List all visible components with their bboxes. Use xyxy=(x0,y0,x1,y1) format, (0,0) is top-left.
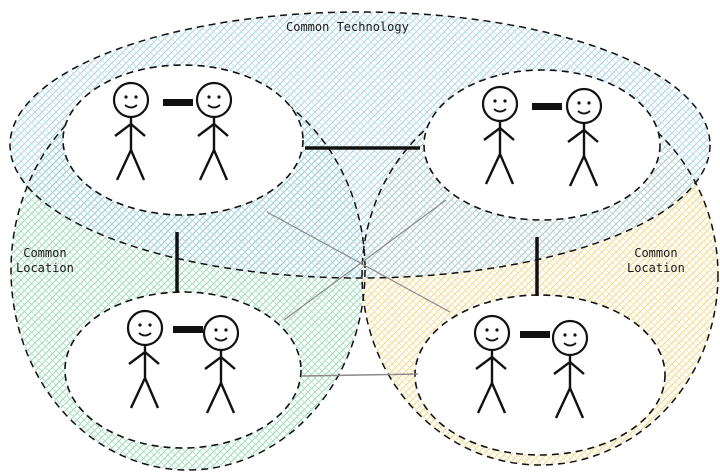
team-bottom-left-boundary xyxy=(64,291,302,449)
team-bottom-right-boundary xyxy=(414,294,666,456)
team-bottom-right xyxy=(473,314,589,420)
link-diagonal-a xyxy=(266,211,451,313)
link-bottom-teams xyxy=(301,373,419,377)
label-line: Location xyxy=(16,261,74,275)
pair-link xyxy=(163,99,193,106)
team-top-right xyxy=(481,85,603,188)
label-line: Location xyxy=(627,261,685,275)
pair-link xyxy=(173,326,203,333)
pair-link xyxy=(532,103,562,110)
team-top-left-boundary xyxy=(62,64,304,216)
team-top-right-boundary xyxy=(423,69,661,221)
team-top-left xyxy=(112,81,233,182)
label-common-technology: Common Technology xyxy=(286,20,409,34)
pair-link xyxy=(520,331,550,338)
link-diagonal-b xyxy=(283,199,447,321)
outline-common-technology xyxy=(9,11,711,279)
label-line: Common xyxy=(634,246,678,260)
label-common-location-right: Common Location xyxy=(627,246,685,276)
label-line: Common xyxy=(23,246,67,260)
label-common-location-left: Common Location xyxy=(16,246,74,276)
team-bottom-left xyxy=(126,309,240,415)
